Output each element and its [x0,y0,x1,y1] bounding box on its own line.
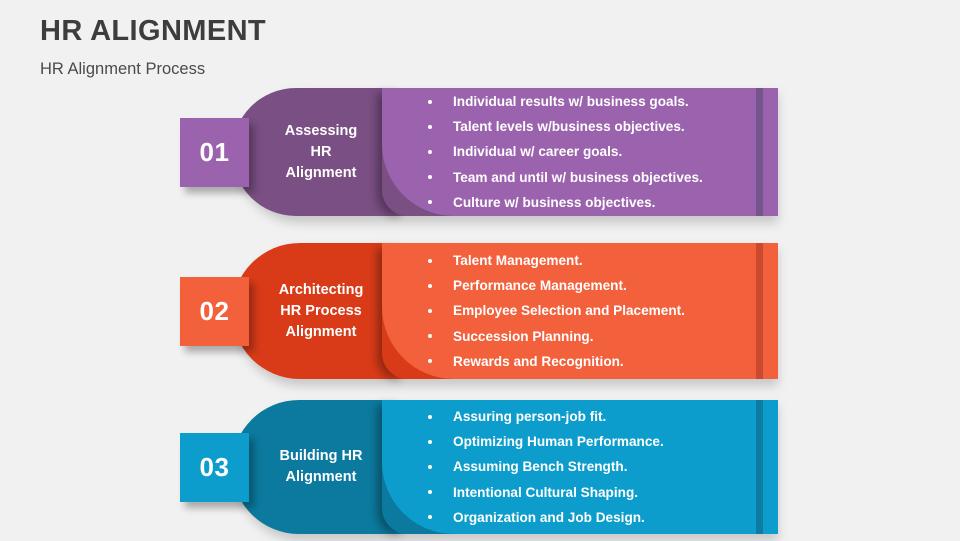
step-number-label: 02 [199,296,230,326]
page-title: HR ALIGNMENT [40,15,267,47]
step-bullet-list: Talent Management. Performance Management… [426,251,760,371]
step-title-line: HR [310,143,332,160]
list-item-label: Individual results w/ business goals. [453,94,689,109]
bullet-dot-icon [428,200,432,205]
list-item-label: Rewards and Recognition. [453,353,624,369]
row-accent-stripe [756,243,763,379]
step-number-badge[interactable]: 02 [180,276,249,346]
list-item-label: Performance Management. [453,278,627,294]
list-item-label: Optimizing Human Performance. [453,434,664,450]
bullet-dot-icon [428,490,432,495]
bullet-dot-icon [428,175,432,180]
list-item: Team and until w/ business objectives. [426,168,760,188]
step-number-label: 01 [199,137,230,167]
list-item: Individual w/ career goals. [426,142,760,162]
row-content-panel [382,243,778,379]
list-item: Performance Management. [426,276,760,296]
list-item-label: Assuring person-job fit. [453,409,607,424]
bullet-dot-icon [428,258,432,263]
step-title-line: Alignment [285,323,357,340]
process-row-03[interactable]: 03 Building HR Alignment Assuring person-jo… [0,400,960,541]
list-item: Succession Planning. [426,327,760,347]
list-item-label: Talent Management. [453,253,583,268]
bullet-dot-icon [428,359,432,364]
list-item: Assuming Bench Strength. [426,457,760,477]
list-item: Organization and Job Design. [426,508,760,528]
page-subtitle: HR Alignment Process [40,59,206,78]
step-title-line: Architecting [278,281,364,298]
bullet-dot-icon [428,308,432,313]
step-bullet-list: Assuring person-job fit. Optimizing Human… [426,407,760,527]
list-item: Talent levels w/business objectives. [426,117,760,137]
list-item: Optimizing Human Performance. [426,432,760,452]
list-item: Assuring person-job fit. [426,407,760,427]
bullet-dot-icon [428,283,432,288]
list-item: Employee Selection and Placement. [426,301,760,321]
list-item: Rewards and Recognition. [426,352,760,372]
row-content-panel [382,400,778,534]
list-item-label: Employee Selection and Placement. [453,303,685,319]
list-item-label: Team and until w/ business objectives. [453,169,703,185]
bullet-dot-icon [428,124,432,129]
slide-header: HR ALIGNMENT HR Alignment Process [40,15,740,78]
list-item: Culture w/ business objectives. [426,193,760,213]
bullet-dot-icon [428,464,432,469]
list-item-label: Talent levels w/business objectives. [453,119,685,135]
bullet-dot-icon [428,414,432,419]
step-title-line: Alignment [285,469,357,486]
bullet-dot-icon [428,515,432,520]
row-accent-stripe [756,400,763,534]
step-title-line: Assessing [284,122,358,139]
row-content-panel [382,88,778,216]
step-title-line: Building HR [279,448,363,464]
list-item-label: Organization and Job Design. [453,509,645,525]
step-bullet-list: Individual results w/ business goals. Tal… [426,92,760,212]
bullet-dot-icon [428,99,432,104]
step-title-line: HR Process [280,302,362,319]
bullet-dot-icon [428,334,432,339]
step-number-badge[interactable]: 03 [180,432,249,502]
list-item: Individual results w/ business goals. [426,92,760,112]
step-number-badge[interactable]: 01 [180,117,249,187]
list-item-label: Culture w/ business objectives. [453,194,656,210]
list-item-label: Succession Planning. [453,328,594,344]
step-number-label: 03 [199,452,230,482]
list-item-label: Intentional Cultural Shaping. [453,484,639,500]
bullet-dot-icon [428,149,432,154]
list-item: Talent Management. [426,251,760,271]
list-item-label: Assuming Bench Strength. [453,459,628,475]
step-title-line: Alignment [285,164,357,181]
list-item-label: Individual w/ career goals. [453,144,623,160]
list-item: Intentional Cultural Shaping. [426,483,760,503]
step-title: Building HR Alignment [255,446,387,488]
bullet-dot-icon [428,439,432,444]
row-accent-stripe [756,88,763,216]
